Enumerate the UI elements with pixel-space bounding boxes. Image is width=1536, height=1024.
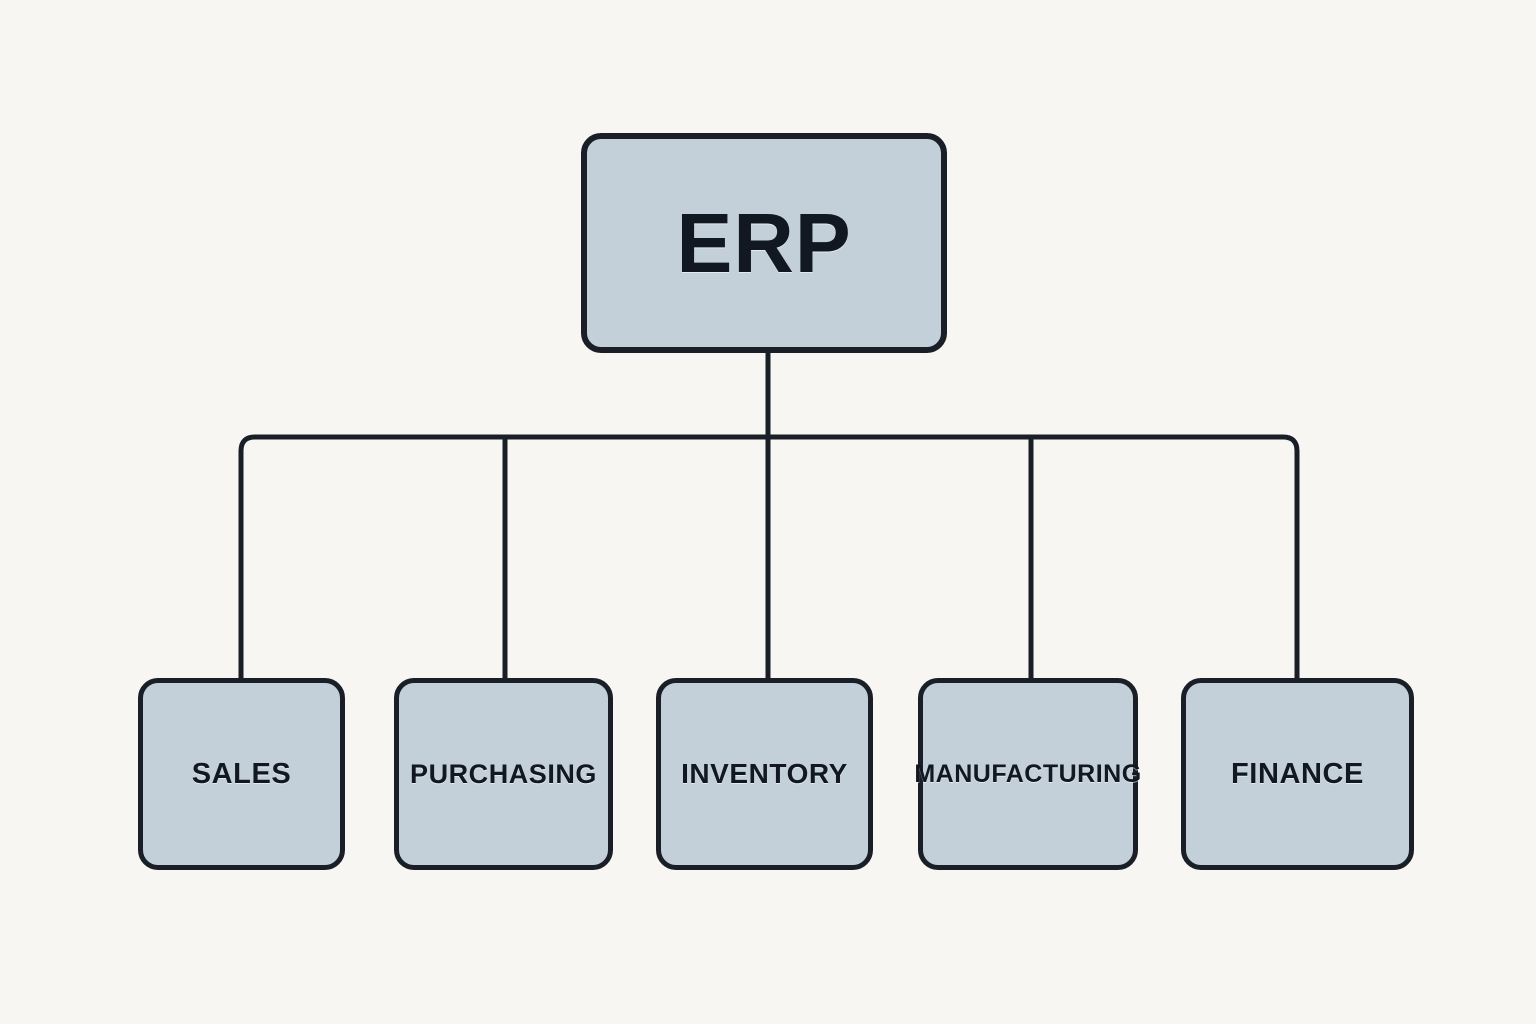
node-manufacturing[interactable]: MANUFACTURING	[914, 678, 1141, 870]
node-sales-label: SALES	[191, 757, 292, 790]
node-finance-label: FINANCE	[1231, 757, 1364, 790]
node-purchasing-label: PURCHASING	[410, 758, 597, 789]
node-manufacturing-label: MANUFACTURING	[914, 759, 1142, 788]
node-finance[interactable]: FINANCE	[1181, 678, 1414, 870]
node-erp-label: ERP	[676, 195, 852, 290]
node-inventory-label: INVENTORY	[681, 758, 848, 789]
node-sales[interactable]: SALES	[138, 678, 345, 870]
node-inventory[interactable]: INVENTORY	[656, 678, 873, 870]
node-purchasing[interactable]: PURCHASING	[394, 678, 613, 870]
node-erp[interactable]: ERP	[581, 133, 947, 353]
